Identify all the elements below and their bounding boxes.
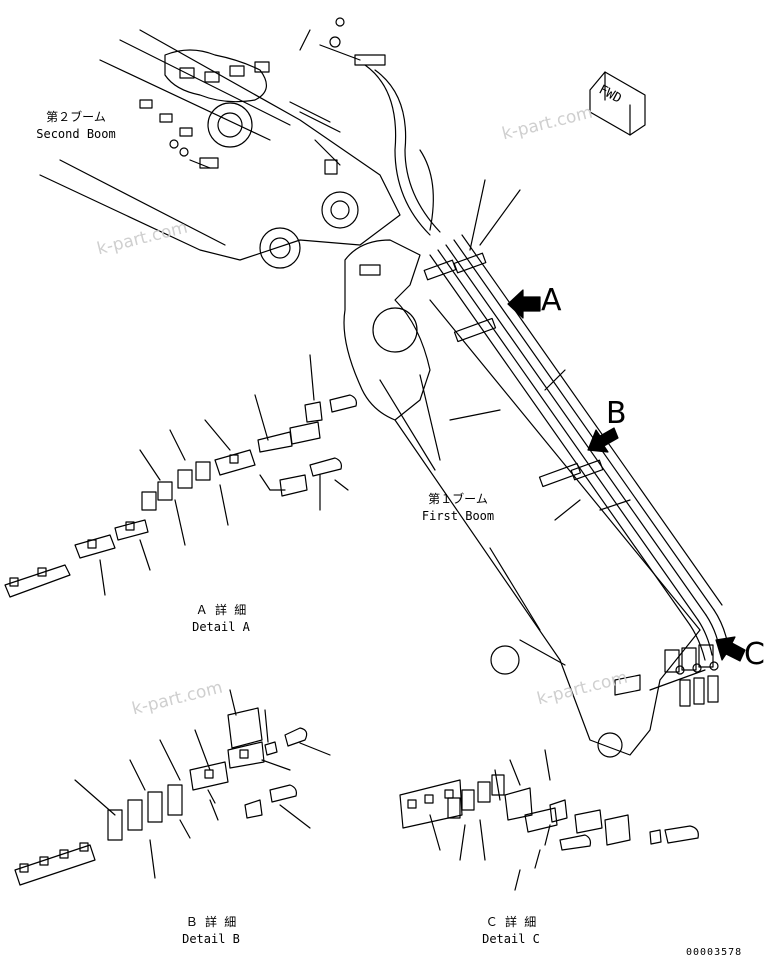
- second-boom-label-en: Second Boom: [36, 127, 116, 141]
- first-boom-assembly: [343, 179, 729, 758]
- arrow-c-icon: [715, 636, 746, 662]
- detail-c-label-jp: Ｃ 詳 細: [485, 915, 537, 929]
- detail-c-label-en: Detail C: [482, 932, 540, 946]
- arrow-b-icon: [587, 427, 619, 453]
- detail-b-label-en: Detail B: [182, 932, 240, 946]
- fwd-indicator: [589, 71, 646, 136]
- second-boom-assembly: [39, 17, 441, 269]
- callout-a-label: A: [541, 283, 562, 318]
- arrow-a-icon: [507, 289, 541, 319]
- detail-a-label-jp: Ａ 詳 細: [195, 603, 247, 617]
- callout-b-label: B: [606, 396, 627, 431]
- detail-b-drawing: [14, 689, 331, 886]
- detail-a-label-en: Detail A: [192, 620, 250, 634]
- detail-b-label-jp: Ｂ 詳 細: [185, 915, 237, 929]
- first-boom-label-en: First Boom: [421, 509, 495, 523]
- detail-a-drawing: [4, 354, 357, 598]
- second-boom-label-jp: 第２ブーム: [46, 110, 106, 124]
- callout-arrows: [507, 289, 746, 662]
- detail-c-drawing: [399, 749, 699, 891]
- callout-c-label: C: [744, 637, 764, 672]
- first-boom-label-jp: 第１ブーム: [428, 492, 488, 506]
- part-number: 00003578: [686, 947, 743, 958]
